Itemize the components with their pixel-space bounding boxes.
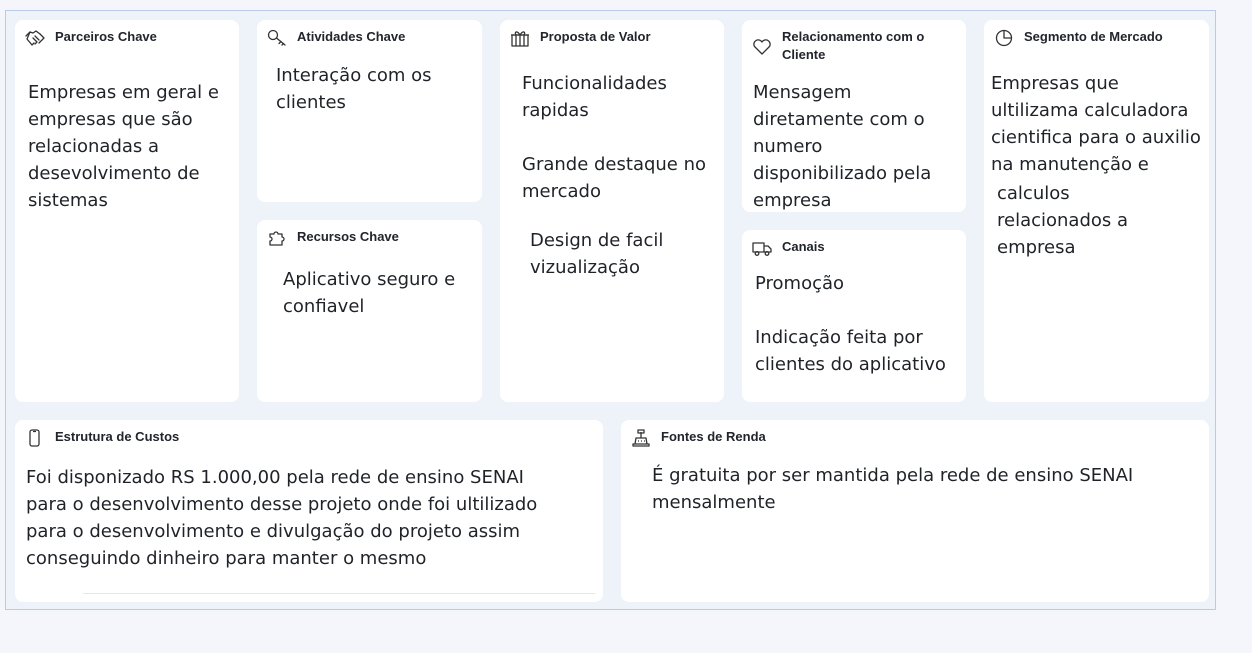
card-title: Proposta de Valor <box>540 29 651 44</box>
card-title: Segmento de Mercado <box>1024 29 1163 44</box>
card-title: Parceiros Chave <box>55 29 157 44</box>
card-cost-structure[interactable]: Estrutura de Custos Foi disponizado RS 1… <box>15 420 603 602</box>
card-title: Estrutura de Custos <box>55 429 180 444</box>
card-text: É gratuita por ser mantida pela rede de … <box>652 465 1134 513</box>
card-text-1: Funcionalidades rapidas <box>522 73 667 121</box>
card-value-proposition[interactable]: Proposta de Valor Funcionalidades rapida… <box>500 20 724 402</box>
card-key-resources[interactable]: Recursos Chave Aplicativo seguro e confi… <box>257 220 482 402</box>
card-header: Canais <box>752 238 958 257</box>
card-text-3: Design de facil vizualização <box>530 230 664 278</box>
truck-icon <box>752 242 772 256</box>
gift-icon <box>511 31 529 47</box>
card-header: Fontes de Renda <box>631 428 1201 447</box>
card-text-1: Empresas que ultilizama calculadora cien… <box>991 73 1201 175</box>
card-title: Recursos Chave <box>297 229 399 244</box>
puzzle-icon <box>269 231 285 246</box>
card-header: Proposta de Valor <box>510 28 716 47</box>
card-channels[interactable]: Canais Promoção Indicação feita por clie… <box>742 230 966 402</box>
card-text-1: Promoção <box>755 273 845 294</box>
card-text: Aplicativo seguro e confiavel <box>283 269 456 317</box>
card-customer-segments[interactable]: Segmento de Mercado Empresas que ultiliz… <box>984 20 1209 402</box>
divider <box>83 593 595 594</box>
phone-icon <box>29 429 40 447</box>
card-header: Atividades Chave <box>267 28 474 47</box>
key-icon <box>267 29 286 46</box>
handshake-icon <box>25 30 45 46</box>
pie-chart-icon <box>995 29 1013 47</box>
card-header: Recursos Chave <box>267 228 474 247</box>
card-key-partners[interactable]: Parceiros Chave Empresas em geral e empr… <box>15 20 239 402</box>
card-header: Segmento de Mercado <box>994 28 1201 47</box>
card-header: Parceiros Chave <box>25 28 231 47</box>
card-title: Fontes de Renda <box>661 429 766 444</box>
card-text-2: Indicação feita por clientes do aplicati… <box>755 327 946 375</box>
card-key-activities[interactable]: Atividades Chave Interação com os client… <box>257 20 482 202</box>
card-text: Interação com os clientes <box>276 65 432 113</box>
card-text: Mensagem diretamente com o numero dispon… <box>753 82 932 211</box>
card-text-2: Grande destaque no mercado <box>522 154 707 202</box>
card-customer-relationship[interactable]: Relacionamento com o Cliente Mensagem di… <box>742 20 966 212</box>
card-revenue-streams[interactable]: Fontes de Renda É gratuita por ser manti… <box>621 420 1209 602</box>
cash-register-icon <box>632 429 650 447</box>
card-title: Canais <box>782 239 825 254</box>
card-text: Empresas em geral e empresas que são rel… <box>28 82 219 211</box>
card-header: Relacionamento com o Cliente <box>752 28 958 64</box>
card-text: Foi disponizado RS 1.000,00 pela rede de… <box>26 467 538 569</box>
card-title: Relacionamento com o Cliente <box>782 29 925 62</box>
card-header: Estrutura de Custos <box>25 428 595 447</box>
card-text-2: calculos relacionados a empresa <box>997 183 1129 258</box>
card-title: Atividades Chave <box>297 29 406 44</box>
heart-icon <box>753 39 771 55</box>
